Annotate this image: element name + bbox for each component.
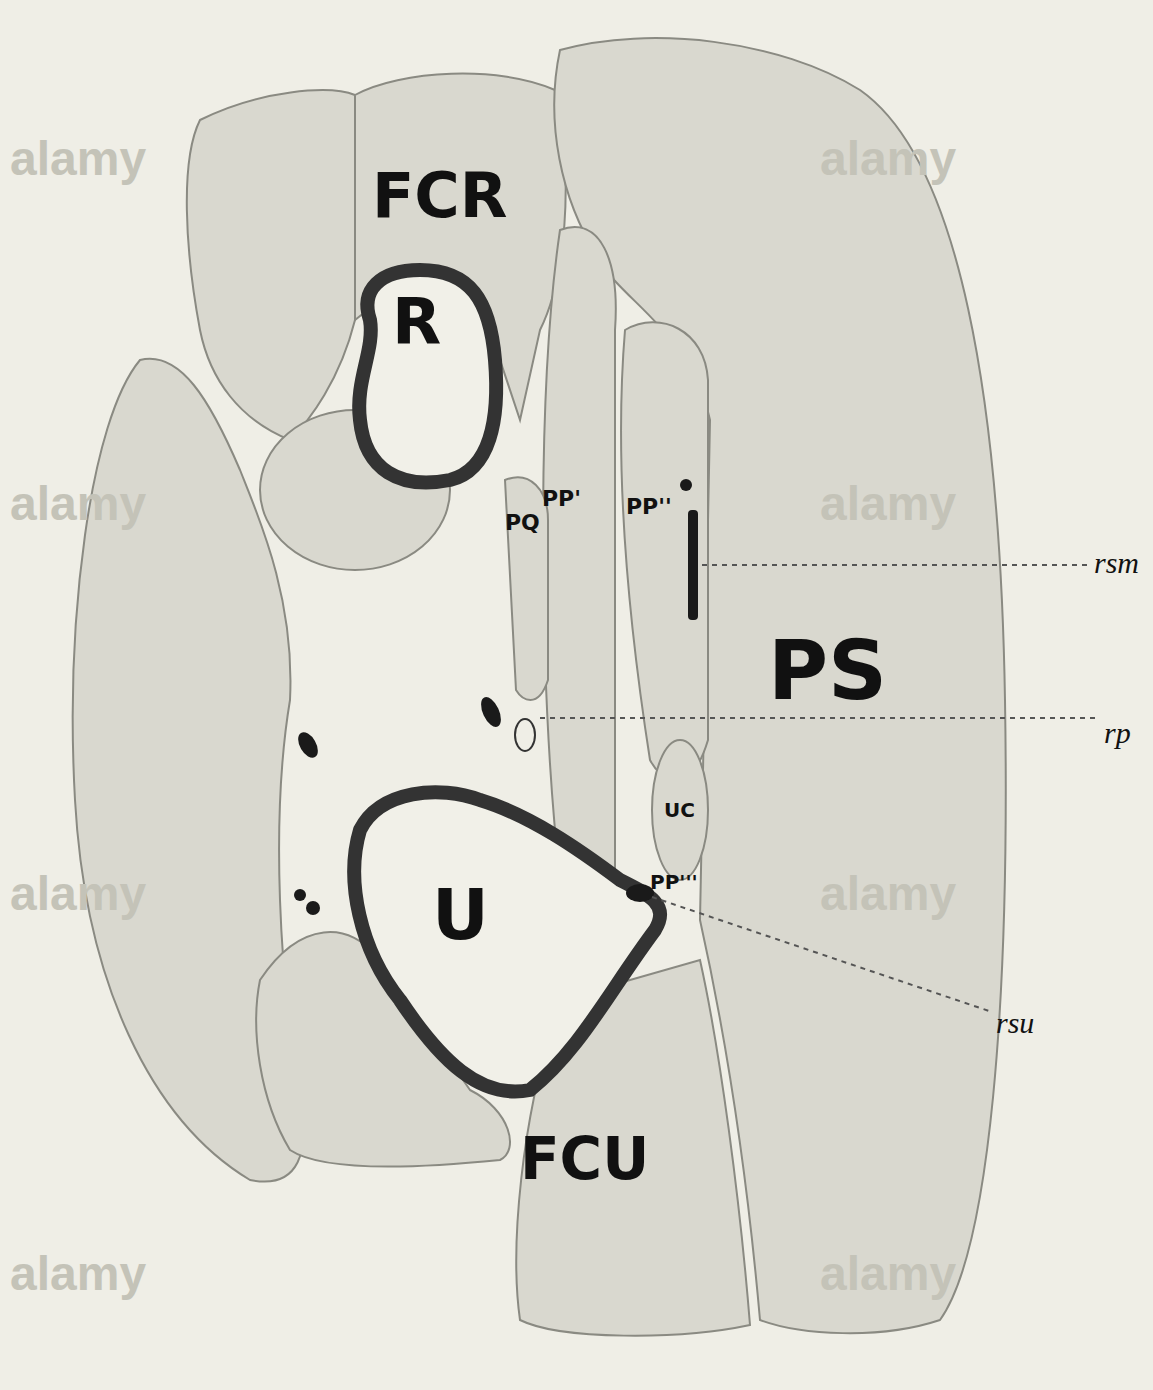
muscle-label: PQ [505, 512, 540, 534]
leader-label: rsu [996, 1008, 1034, 1038]
leader-label: rp [1104, 718, 1131, 748]
muscle-label: PP''' [650, 872, 698, 892]
leader-label: rsm [1094, 548, 1139, 578]
muscle-label: PP' [542, 488, 581, 510]
muscle-label: UC [664, 800, 695, 820]
watermark: alamy [820, 870, 956, 918]
watermark: alamy [10, 1250, 146, 1298]
bone-label: R [392, 290, 441, 354]
bone-label: U [432, 880, 489, 950]
watermark: alamy [10, 870, 146, 918]
muscle-label: PS [768, 630, 887, 712]
watermark: alamy [10, 135, 146, 183]
muscle-label: FCU [520, 1130, 649, 1188]
watermark: alamy [820, 135, 956, 183]
watermark: alamy [820, 480, 956, 528]
watermark: alamy [10, 480, 146, 528]
watermark: alamy [820, 1250, 956, 1298]
muscle-label: PP'' [626, 496, 672, 518]
muscle-label: FCR [372, 165, 508, 227]
